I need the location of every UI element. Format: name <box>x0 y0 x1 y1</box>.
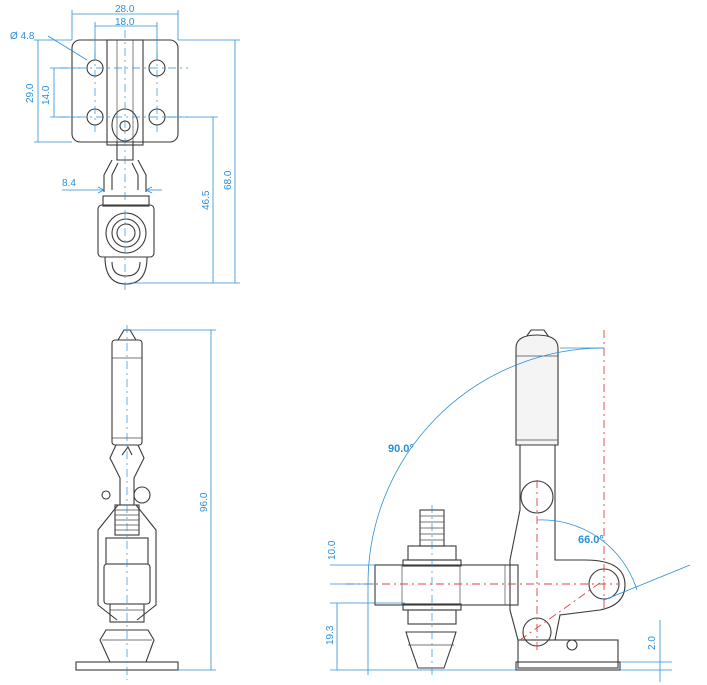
spindle-nut-top <box>105 212 147 254</box>
dim-reach-outer: 68.0 <box>223 170 234 190</box>
dim-top-width-inner: 18.0 <box>115 17 135 28</box>
front-view: 96.0 <box>75 325 216 680</box>
top-view: 28.0 18.0 Ø 4.8 29.0 14.0 8.4 46.5 68.0 <box>10 4 240 290</box>
dim-arm-height: 10.0 <box>327 540 338 560</box>
dim-base-to-arm: 19.3 <box>325 625 336 645</box>
dim-top-width-outer: 28.0 <box>115 4 135 15</box>
dim-top-height-inner: 14.0 <box>41 85 52 105</box>
dim-overall-height: 96.0 <box>199 492 210 512</box>
dim-top-height-outer: 29.0 <box>25 83 36 103</box>
spindle-block-top <box>97 204 155 258</box>
dim-base-thickness: 2.0 <box>647 636 658 650</box>
handle-grip-side <box>515 334 559 446</box>
dim-spindle-width: 8.4 <box>62 178 76 189</box>
dim-reach-inner: 46.5 <box>201 190 212 210</box>
angle-handle-swing: 90.0° <box>388 443 414 455</box>
dim-hole-diameter: Ø 4.8 <box>10 31 35 42</box>
clamping-arm-side <box>374 564 519 606</box>
body-column-side <box>509 445 626 641</box>
angle-arm-opening: 66.0° <box>578 534 604 546</box>
base-bracket-side <box>517 639 619 669</box>
clamp-foot-side <box>405 631 457 669</box>
side-view: 90.0° 66.0° 10.0 19.3 2.0 <box>325 329 691 682</box>
